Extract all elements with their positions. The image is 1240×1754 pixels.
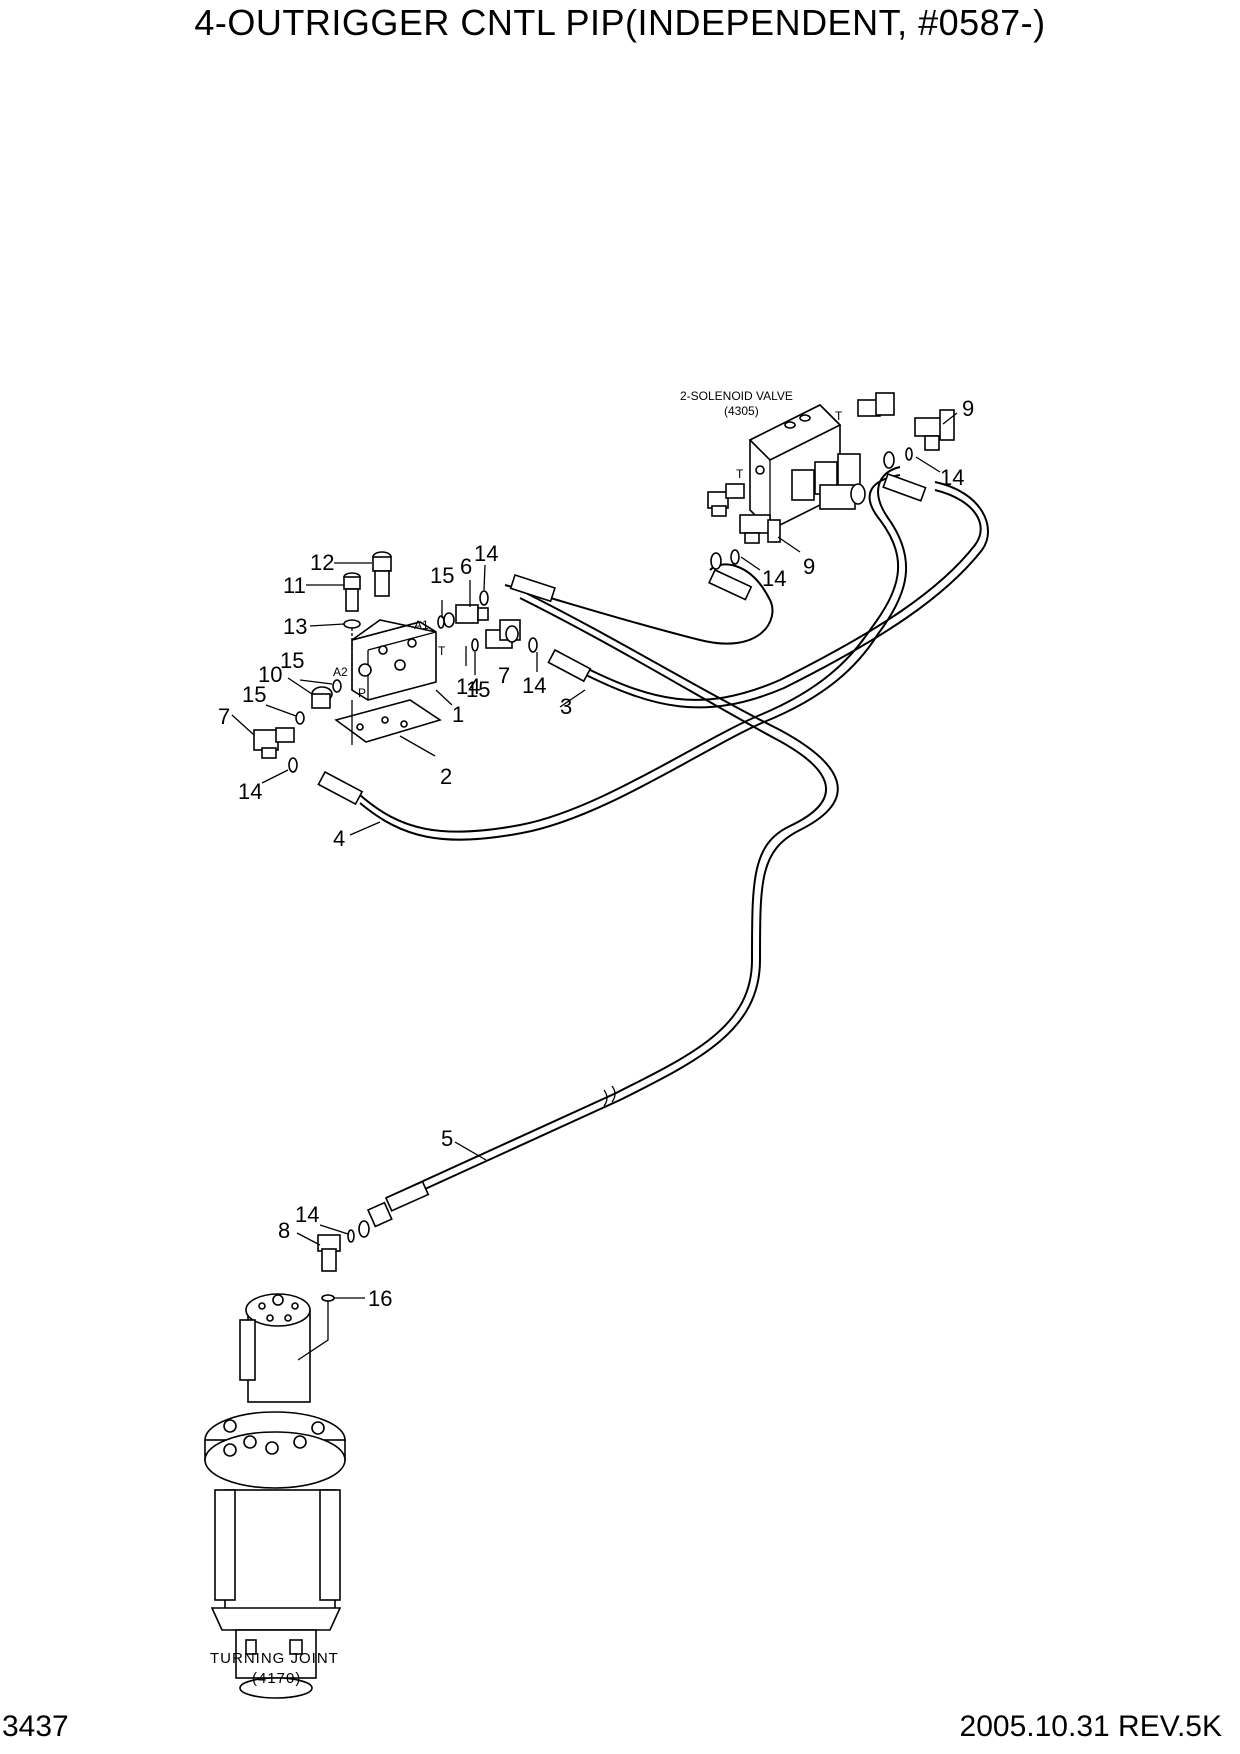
elbow-left-solenoid xyxy=(707,483,745,517)
hose-4 xyxy=(359,474,901,833)
washer-13 xyxy=(343,619,361,629)
callout-8: 8 xyxy=(278,1218,290,1243)
solenoid-valve xyxy=(748,404,866,531)
port-label-a1: A1 xyxy=(414,618,429,632)
port-label-p: P xyxy=(358,686,366,700)
revision-stamp: 2005.10.31 REV.5K xyxy=(959,1710,1222,1743)
page-number: 3437 xyxy=(2,1710,69,1743)
joint-leader xyxy=(297,1301,329,1361)
callout-7-right: 7 xyxy=(498,663,510,688)
hose-crimp-solenoid-right xyxy=(882,472,927,502)
callout-3: 3 xyxy=(560,694,572,719)
o-ring-14 xyxy=(479,590,489,606)
callout-14-solenoid-right: 14 xyxy=(940,465,964,490)
o-ring-15 xyxy=(471,638,479,652)
hose-top xyxy=(504,563,774,645)
solenoid-port-t-side: T xyxy=(736,467,744,481)
hose-5-long xyxy=(389,589,839,1206)
hose-4-inner xyxy=(359,466,908,841)
callout-14-block-top: 14 xyxy=(474,541,498,566)
callout-12: 12 xyxy=(310,550,334,575)
page-title: 4-OUTRIGGER CNTL PIP(INDEPENDENT, #0587-… xyxy=(194,2,1046,43)
solenoid-valve-code: (4305) xyxy=(724,404,759,418)
hose-break-mark xyxy=(603,1085,616,1107)
callout-10: 10 xyxy=(258,662,282,687)
callout-14-solenoid-mid: 14 xyxy=(762,566,786,591)
hose-4-crimp xyxy=(317,770,364,806)
port-label-a2: A2 xyxy=(333,665,348,679)
o-ring-15 xyxy=(295,711,305,725)
plug-14-mid xyxy=(730,549,740,565)
plug-14-top xyxy=(883,451,895,469)
callout-4: 4 xyxy=(333,826,345,851)
solenoid-valve-name: 2-SOLENOID VALVE xyxy=(680,389,793,403)
o-ring-14 xyxy=(288,757,298,773)
hose-5-crimp-fitting xyxy=(366,1180,430,1228)
hose-3-inner xyxy=(579,481,989,709)
bolt-11 xyxy=(343,572,361,612)
callout-9-top: 9 xyxy=(962,396,974,421)
hose-top-crimp xyxy=(509,573,556,603)
callout-2: 2 xyxy=(440,764,452,789)
callout-13: 13 xyxy=(283,614,307,639)
o-ring-16 xyxy=(321,1294,335,1302)
manifold-block xyxy=(334,619,442,745)
callout-14-block-left: 14 xyxy=(238,779,262,804)
callout-1: 1 xyxy=(452,702,464,727)
callout-15-a2: 15 xyxy=(280,648,304,673)
callout-16: 16 xyxy=(368,1286,392,1311)
o-ring-14 xyxy=(358,1220,370,1238)
callout-9-bottom: 9 xyxy=(803,554,815,579)
callout-15-left: 15 xyxy=(242,682,266,707)
turning-joint-code: (4170) xyxy=(252,1670,301,1687)
callout-15-top: 15 xyxy=(430,563,454,588)
o-ring-14 xyxy=(347,1229,355,1243)
o-ring-14 xyxy=(528,637,538,653)
hose-3-crimp xyxy=(547,648,592,683)
solenoid-port-t-top: T xyxy=(835,409,843,423)
plug-10 xyxy=(311,686,333,709)
tee-9-bottom xyxy=(739,514,781,544)
callout-group: 1 2 3 4 5 6 7 7 8 9 9 10 11 12 13 14 14 … xyxy=(218,396,974,1311)
elbow-7-left xyxy=(253,727,295,759)
callout-11: 11 xyxy=(283,573,306,598)
elbow-top-solenoid xyxy=(857,392,895,417)
hose-5-long-inner xyxy=(385,597,827,1199)
o-ring-14 xyxy=(710,552,722,570)
elbow-7-right xyxy=(485,619,521,649)
port-label-t: T xyxy=(438,644,446,658)
bolt-12 xyxy=(372,551,392,597)
callout-15-t: 15 xyxy=(466,677,490,702)
callout-14-joint: 14 xyxy=(295,1202,319,1227)
o-ring-14 xyxy=(905,447,913,461)
o-ring-15 xyxy=(437,615,445,629)
callout-14-block-right: 14 xyxy=(522,673,546,698)
hose-crimp-solenoid xyxy=(708,568,753,601)
turning-joint-name: TURNING JOINT xyxy=(210,1650,339,1667)
elbow-8 xyxy=(317,1234,341,1272)
callout-14-elbow: 14 xyxy=(456,674,480,699)
tee-9-top xyxy=(914,409,955,451)
fitting-6 xyxy=(443,604,489,628)
callout-5: 5 xyxy=(441,1126,453,1151)
turning-joint xyxy=(204,1293,346,1699)
callout-7-left: 7 xyxy=(218,704,230,729)
callout-6: 6 xyxy=(460,554,472,579)
o-ring-15 xyxy=(332,679,342,693)
